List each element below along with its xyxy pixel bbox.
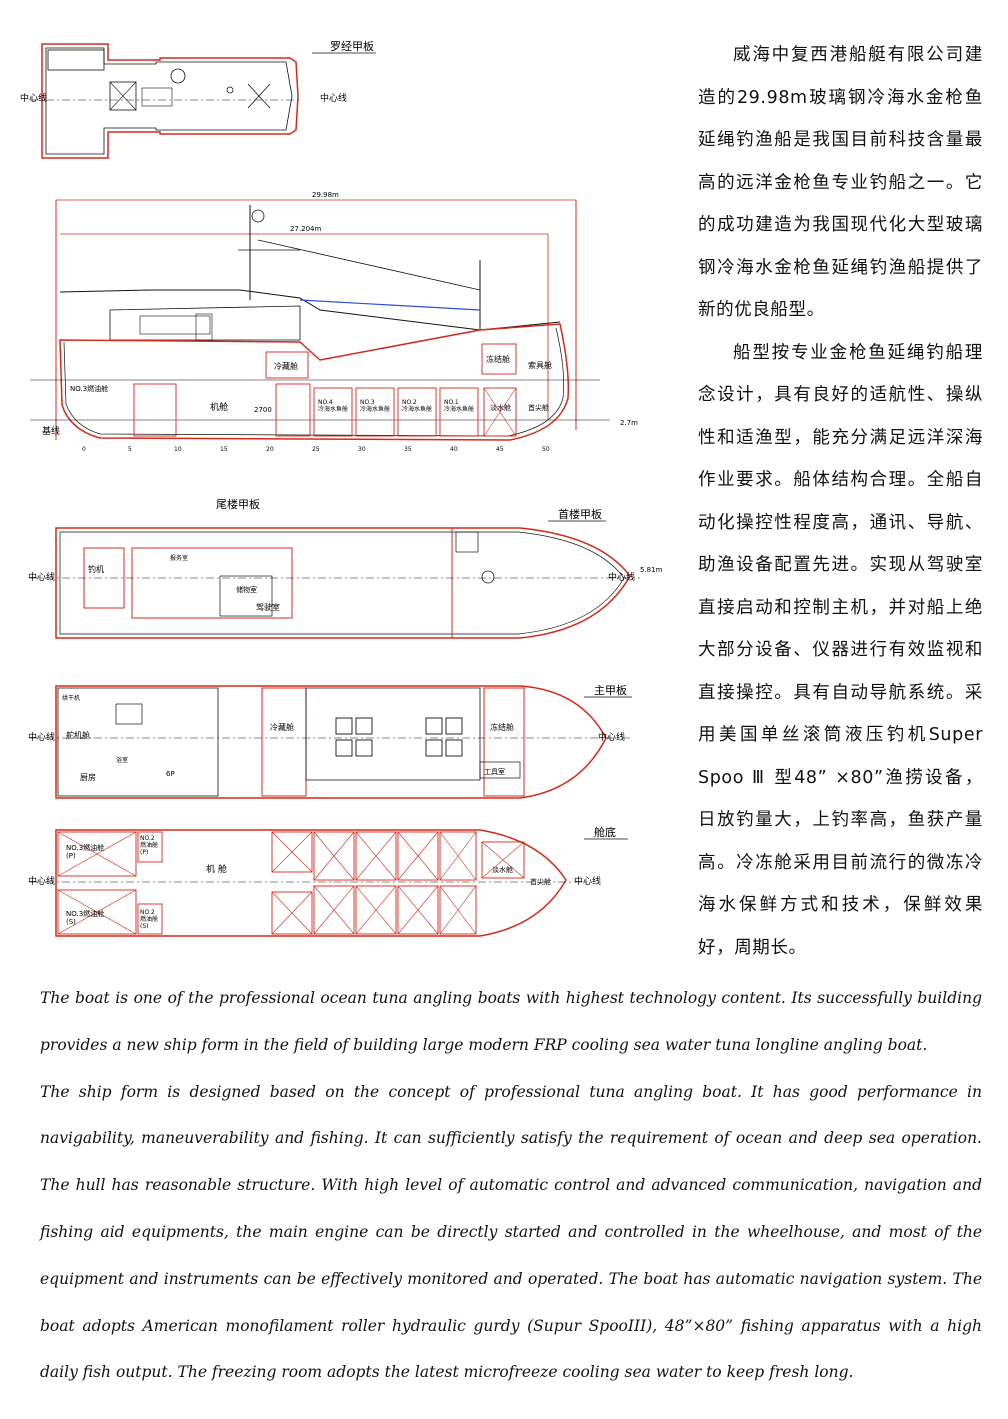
frame-value: 2700: [254, 406, 272, 414]
main-deck-room: 舵机舱: [66, 730, 90, 740]
profile-rope: 索具舱: [528, 360, 552, 370]
poop-centerline-right: 中心线: [608, 571, 635, 583]
frame-number: 5: [128, 446, 132, 453]
compass-centerline-left: 中心线: [20, 92, 47, 104]
main-kitchen: 厨房: [80, 772, 96, 782]
poop-radio: 报务室: [170, 554, 188, 562]
tank-cross: [313, 831, 355, 881]
bottom-bow: 首尖舱: [530, 877, 551, 886]
tank-cell: [481, 841, 525, 879]
bottom-tank-grid: [271, 831, 525, 935]
bottom-engine: 机 舱: [206, 863, 227, 875]
main-centerline-right: 中心线: [598, 731, 625, 743]
frame-number: 50: [542, 446, 550, 453]
tank-cell: [313, 885, 355, 935]
profile-engine: 机舱: [210, 401, 228, 413]
length-waterline: 27.204m: [290, 225, 321, 233]
profile-freezer: 冷藏舱: [274, 361, 298, 371]
bottom-title: 舱底: [594, 825, 616, 839]
profile-view: 29.98m 27.204m 2.7m 2700 基线 冷藏舱 冻结舱 索具舱 …: [30, 191, 638, 453]
tank-cross: [439, 885, 477, 935]
main-centerline-left: 中心线: [28, 731, 55, 743]
tank-cell: [313, 831, 355, 881]
tank-cell: [439, 885, 477, 935]
frame-number: 40: [450, 446, 458, 453]
poop-deck-plan: 尾楼甲板 首楼甲板 钓机 储物室 驾驶室 报务室 中心线 中心线 5.81m: [28, 497, 663, 639]
poop-line-hauler: 钓机: [88, 564, 104, 574]
cn-paragraph-1: 威海中复西港船艇有限公司建造的29.98m玻璃钢冷海水金枪鱼延绳钓渔船是我国目前…: [698, 45, 983, 320]
tank-cross: [439, 831, 477, 881]
main-deck-title: 主甲板: [594, 683, 627, 697]
frame-number: 20: [266, 446, 274, 453]
tank-cell: [271, 831, 313, 873]
profile-water: 淡水舱: [490, 403, 511, 412]
frame-number: 10: [174, 446, 182, 453]
ship-drawings: 罗经甲板 中心线 中心线 29.98m 27.204m: [20, 39, 663, 937]
profile-frozen-bait: 冻结舱: [486, 354, 510, 364]
beam-value: 5.81m: [640, 566, 663, 574]
poop-gear: 储物室: [236, 585, 257, 594]
compass-deck-title: 罗经甲板: [330, 39, 374, 53]
main-deck-plan: 主甲板 烘干机 舵机舱 厨房 浴室 6P 冷藏舱 冻结舱 工具室 中心线 中心线: [28, 683, 632, 799]
tank-cell: [355, 885, 397, 935]
frame-number: 15: [220, 446, 228, 453]
draft-value: 2.7m: [620, 419, 638, 427]
en-paragraph-2: The ship form is designed based on the c…: [40, 1082, 982, 1382]
bottom-fuel3s: NO.3燃油舱(S): [66, 909, 104, 926]
frame-number: 35: [404, 446, 412, 453]
main-cabin: 6P: [166, 770, 175, 778]
cn-paragraph-2: 船型按专业金枪鱼延绳钓船理念设计，具有良好的适航性、操纵性和适渔型，能充分满足远…: [698, 342, 983, 958]
frame-number: 0: [82, 446, 86, 453]
main-tools: 工具室: [484, 767, 505, 776]
bottom-fuel3p: NO.3燃油舱(P): [66, 843, 104, 860]
profile-fuel3: NO.3燃油舱: [70, 384, 108, 393]
tank-cross: [271, 891, 313, 935]
tank-cross: [355, 831, 397, 881]
tank-cross: [313, 885, 355, 935]
frame-number: 30: [358, 446, 366, 453]
bottom-centerline-right: 中心线: [574, 875, 601, 887]
poop-centerline-left: 中心线: [28, 571, 55, 583]
frame-numbers: 0 5 10 15 20 25 30 35 40 45 50: [82, 446, 550, 453]
tank-cross: [397, 831, 439, 881]
tank-cross: [271, 831, 313, 873]
main-frozen-bait: 冻结舱: [490, 722, 514, 732]
en-paragraph-1: The boat is one of the professional ocea…: [40, 989, 982, 1054]
tank-cell: [271, 891, 313, 935]
main-dryer: 烘干机: [62, 694, 80, 702]
poop-deck-title: 尾楼甲板: [216, 497, 260, 511]
forecastle-title: 首楼甲板: [558, 507, 602, 521]
length-overall: 29.98m: [312, 191, 339, 199]
tank-cell: [355, 831, 397, 881]
bottom-water: 淡水舱: [492, 865, 513, 874]
compass-deck-plan: 罗经甲板 中心线 中心线: [20, 39, 376, 159]
tank-cell: [439, 831, 477, 881]
bottom-centerline-left: 中心线: [28, 875, 55, 887]
compass-centerline-right: 中心线: [320, 92, 347, 104]
main-bath: 浴室: [116, 756, 128, 764]
baseline-label: 基线: [42, 425, 60, 437]
frame-number: 45: [496, 446, 504, 453]
english-description: The boat is one of the professional ocea…: [40, 975, 982, 1396]
tank-cross: [397, 885, 439, 935]
poop-wheelhouse: 驾驶室: [256, 602, 280, 612]
tank-cross: [481, 841, 525, 879]
chinese-description: 威海中复西港船艇有限公司建造的29.98m玻璃钢冷海水金枪鱼延绳钓渔船是我国目前…: [698, 34, 983, 969]
tank-cell: [397, 885, 439, 935]
tank-cell: [397, 831, 439, 881]
profile-bow-tank: 首尖舱: [528, 403, 549, 412]
tank-cross: [355, 885, 397, 935]
main-freezer: 冷藏舱: [270, 722, 294, 732]
frame-number: 25: [312, 446, 320, 453]
